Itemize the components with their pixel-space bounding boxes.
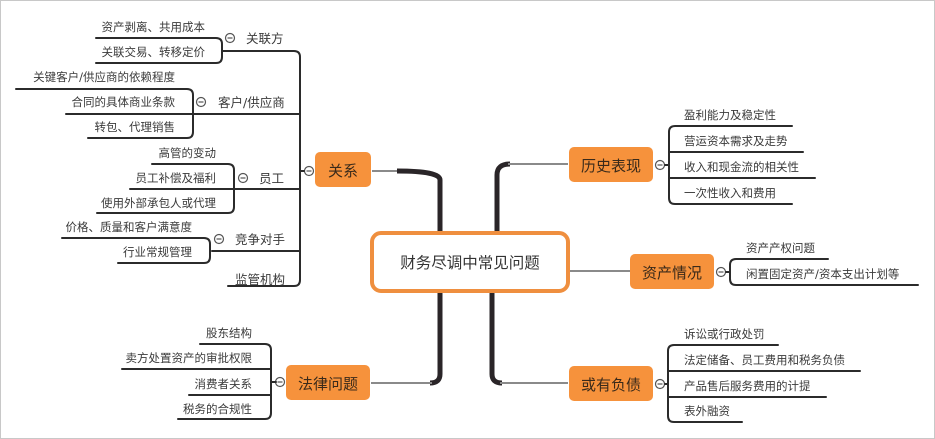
leaf-lishi-3[interactable]: 一次性收入和费用	[684, 186, 776, 200]
sub-label-yuangong[interactable]: 员工	[259, 171, 284, 186]
lishi-bracket	[668, 125, 793, 205]
root-node[interactable]: 财务尽调中常见问题	[370, 231, 570, 293]
leaf-jingzheng-0[interactable]: 价格、质量和客户满意度	[66, 220, 193, 234]
leaf-lishi-0[interactable]: 盈利能力及稳定性	[684, 108, 776, 122]
root-label: 财务尽调中常见问题	[400, 254, 540, 272]
leaf-falv-0[interactable]: 股东结构	[206, 326, 252, 340]
leaf-yuangong-2[interactable]: 使用外部承包人或代理	[101, 196, 216, 210]
leaf-falv-1[interactable]: 卖方处置资产的审批权限	[126, 351, 253, 365]
huoyou-bracket	[667, 344, 779, 423]
branch-label-guanxi: 关系	[328, 162, 358, 180]
collapse-toggle-lishi[interactable]	[654, 159, 666, 171]
connector-root-lishi	[494, 161, 511, 232]
leaf-guanlianfang-1[interactable]: 关联交易、转移定价	[102, 45, 206, 59]
branch-node-guanxi[interactable]: 关系	[315, 152, 371, 187]
zichan-bracket	[729, 258, 919, 286]
leaf-huoyou-2[interactable]: 产品售后服务费用的计提	[684, 379, 811, 393]
leaf-guanlianfang-0[interactable]: 资产剥离、共用成本	[102, 20, 206, 34]
collapse-toggle-jingzheng[interactable]	[213, 233, 225, 245]
connector-root-guanxi	[396, 168, 443, 232]
branch-label-lishi: 历史表现	[581, 157, 641, 175]
leaf-kehu-1[interactable]: 合同的具体商业条款	[72, 95, 176, 109]
leaf-kehu-0[interactable]: 关键客户/供应商的依赖程度	[33, 70, 175, 84]
guanlianfang-bracket	[95, 37, 223, 64]
leaf-zichan-0[interactable]: 资产产权问题	[746, 241, 815, 255]
sub-label-jingzheng[interactable]: 竞争对手	[235, 232, 285, 247]
leaf-kehu-2[interactable]: 转包、代理销售	[95, 120, 176, 134]
leaf-zichan-1[interactable]: 闲置固定资产/资本支出计划等	[746, 267, 899, 281]
leaf-jingzheng-1[interactable]: 行业常规管理	[123, 245, 192, 259]
collapse-toggle-kehu[interactable]	[195, 96, 207, 108]
collapse-toggle-guanlianfang[interactable]	[224, 32, 236, 44]
branch-node-lishi[interactable]: 历史表现	[569, 147, 653, 182]
collapse-toggle-zichan[interactable]	[715, 266, 727, 278]
leaf-falv-3[interactable]: 税务的合规性	[183, 402, 252, 416]
branch-node-huoyou[interactable]: 或有负债	[569, 366, 653, 401]
branch-label-falv: 法律问题	[298, 375, 358, 393]
leaf-yuangong-1[interactable]: 员工补偿及福利	[136, 171, 217, 185]
branch-node-zichan[interactable]: 资产情况	[630, 254, 714, 289]
leaf-huoyou-0[interactable]: 诉讼或行政处罚	[684, 327, 765, 341]
connector-root-falv	[429, 292, 443, 386]
leaf-falv-2[interactable]: 消费者关系	[195, 377, 253, 391]
sub-label-kehu[interactable]: 客户/供应商	[218, 95, 285, 110]
collapse-toggle-guanxi[interactable]	[303, 165, 315, 177]
branch-label-zichan: 资产情况	[642, 264, 702, 282]
collapse-toggle-yuangong[interactable]	[237, 172, 249, 184]
branch-node-falv[interactable]: 法律问题	[286, 365, 370, 400]
leaf-huoyou-3[interactable]: 表外融资	[684, 404, 730, 418]
leaf-yuangong-0[interactable]: 高管的变动	[159, 146, 217, 160]
collapse-toggle-huoyou[interactable]	[654, 378, 666, 390]
leaf-lishi-1[interactable]: 营运资本需求及走势	[684, 134, 788, 148]
guanxi-trunk	[221, 50, 301, 287]
sub-label-jianguan[interactable]: 监管机构	[235, 272, 285, 287]
connector-root-huoyou	[489, 292, 503, 386]
leaf-lishi-2[interactable]: 收入和现金流的相关性	[684, 160, 799, 174]
leaf-huoyou-1[interactable]: 法定储备、员工费用和税务负债	[684, 353, 845, 367]
sub-label-guanlianfang[interactable]: 关联方	[246, 31, 284, 46]
branch-label-huoyou: 或有负债	[581, 376, 641, 394]
jingzheng-bracket	[61, 237, 211, 264]
